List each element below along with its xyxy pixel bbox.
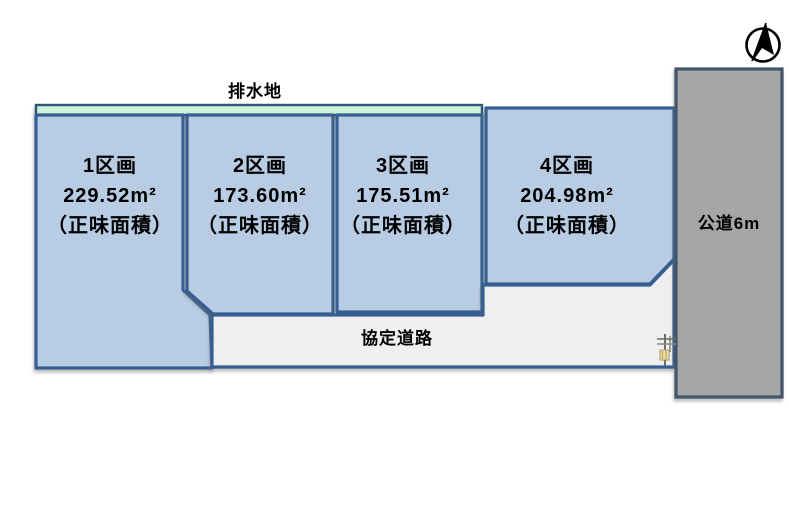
parcel-name: 3区画 (375, 155, 431, 177)
parcel-1-shape (34, 113, 214, 370)
north-arrow-icon (745, 22, 781, 63)
agreement-road-label: 協定道路 (361, 329, 433, 348)
drainage-label: 排水地 (228, 82, 282, 101)
parcel-area: 173.60m² (213, 185, 307, 207)
parcel-area: 229.52m² (63, 185, 157, 207)
parcel-2-label: 2区画 173.60m² （正味面積） (185, 151, 335, 241)
agreement-road-shape (210, 258, 676, 369)
parcel-net-note: （正味面積） (197, 215, 323, 237)
parcel-name: 1区画 (82, 155, 138, 177)
utility-marker-icon (657, 334, 676, 366)
parcel-net-note: （正味面積） (340, 215, 466, 237)
parcel-area: 204.98m² (520, 185, 614, 207)
public-road-shape (674, 67, 784, 399)
parcel-net-note: （正味面積） (47, 215, 173, 237)
parcel-name: 4区画 (539, 155, 595, 177)
parcel-name: 2区画 (232, 155, 288, 177)
parcel-net-note: （正味面積） (504, 215, 630, 237)
parcel-3-label: 3区画 175.51m² （正味面積） (328, 151, 478, 241)
parcel-area: 175.51m² (356, 185, 450, 207)
public-road-label: 公道6m (697, 214, 761, 233)
parcel-1-label: 1区画 229.52m² （正味面積） (30, 151, 190, 241)
parcel-4-label: 4区画 204.98m² （正味面積） (478, 151, 656, 241)
